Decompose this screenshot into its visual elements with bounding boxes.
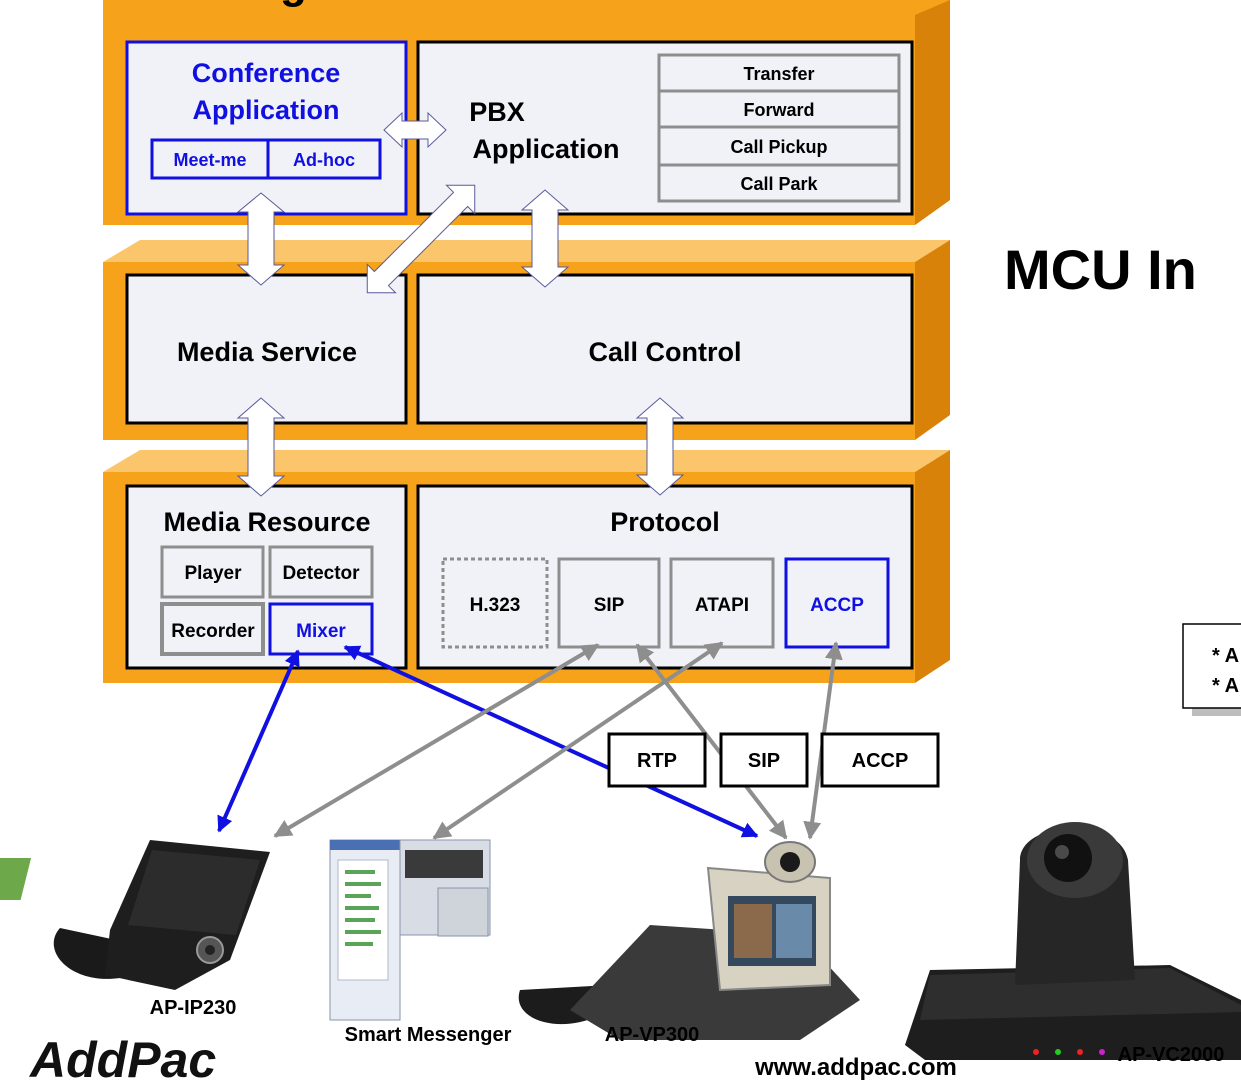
arrow-pbx-media-service [366,184,476,294]
h323-box [441,557,549,649]
detector-label: Detector [282,563,360,584]
ad-hoc-label: Ad-hoc [293,150,355,170]
top-layer-title-fragment: ge [280,0,331,8]
arrow-media-service-resource [236,397,286,497]
feature-call-park: Call Park [740,174,818,194]
player-box [160,545,265,599]
link-label-boxes: RTP SIP ACCP [607,732,940,788]
link-sip-box [719,732,809,788]
atapi-box [669,557,775,649]
ap-vc2000-camera-image [905,822,1241,1060]
media-service-label: Media Service [177,337,357,367]
pbx-line1: PBX [469,97,525,127]
ap-ip230-phone-image [0,840,270,990]
detector-box [268,545,374,599]
accp-box [784,557,890,649]
conference-application-box: Conference Application Meet-me Ad-hoc [125,40,408,216]
sip-box [557,557,661,649]
h323-label: H.323 [470,595,521,616]
protocol-title: Protocol [610,507,720,537]
pbx-application-box: PBX Application Transfer Forward Call Pi… [416,40,914,216]
pbx-line2: Application [473,134,620,164]
media-resource-box: Media Resource Player Detector Recorder … [125,484,408,670]
note-line-1: * A [1212,645,1239,667]
gray-arrow-sip-vp300 [635,643,788,840]
conference-line2: Application [193,95,340,125]
sip-label: SIP [594,595,625,616]
rtp-box [607,732,707,788]
feature-box-call-pickup [657,125,901,167]
media-service-box: Media Service [125,273,408,425]
device-label-ap-vc2000: AP-VC2000 [1118,1044,1225,1066]
call-control-label: Call Control [589,337,742,367]
recorder-box [160,602,265,656]
media-resource-title: Media Resource [163,507,370,537]
player-label: Player [184,563,242,584]
smart-messenger-image [329,839,491,1021]
protocol-box: Protocol H.323 SIP ATAPI ACCP [416,484,914,670]
arrow-conference-pbx [383,111,447,149]
device-label-smart-messenger: Smart Messenger [345,1024,512,1046]
arrow-conference-media-service [236,192,286,286]
feature-call-pickup: Call Pickup [730,137,827,157]
call-control-box: Call Control [416,273,914,425]
addpac-logo: AddPac [28,1032,216,1082]
ad-hoc-box [266,138,382,180]
recorder-label: Recorder [171,621,255,642]
accp-label: ACCP [810,595,864,616]
link-accp-box [820,732,940,788]
link-sip-label: SIP [748,750,780,772]
note-line-2: * A [1212,675,1239,697]
note-box: * A * A [1182,623,1241,716]
feature-box-call-park [657,163,901,203]
mixer-label: Mixer [296,621,346,642]
rtp-label: RTP [637,750,677,772]
feature-forward: Forward [743,100,814,120]
slide-title: MCU In [1004,238,1197,301]
device-label-ap-ip230: AP-IP230 [150,997,237,1019]
device-label-ap-vp300: AP-VP300 [605,1024,700,1046]
meet-me-label: Meet-me [173,150,246,170]
arrow-call-control-protocol [635,397,685,496]
ap-vp300-videophone-image [518,841,860,1040]
feature-transfer: Transfer [743,64,814,84]
arrow-pbx-call-control [520,189,570,288]
link-accp-label: ACCP [852,750,909,772]
website-link[interactable]: www.addpac.com [754,1054,957,1081]
atapi-label: ATAPI [695,595,749,616]
conference-line1: Conference [192,58,341,88]
